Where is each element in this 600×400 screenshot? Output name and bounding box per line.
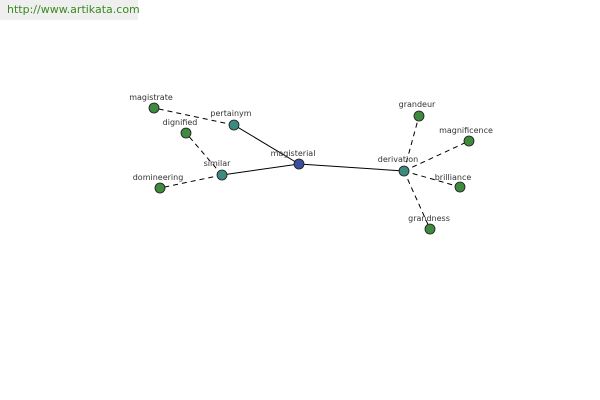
node-derivation[interactable]: derivation — [378, 155, 418, 177]
node-pertainym-dot[interactable] — [228, 119, 240, 131]
node-grandness-label: grandness — [408, 214, 450, 223]
node-domineering-dot[interactable] — [154, 182, 166, 194]
edge-pertainym-magistrate — [153, 107, 235, 126]
node-similar[interactable]: similar — [204, 159, 232, 181]
edge-magisterial-derivation — [298, 163, 405, 172]
node-magisterial[interactable]: magisterial — [271, 149, 316, 170]
node-dignified-dot[interactable] — [180, 127, 192, 139]
edge-derivation-magnificence — [403, 140, 470, 172]
node-magistrate-label: magistrate — [129, 93, 173, 102]
edge-derivation-brilliance — [403, 170, 461, 188]
node-magistrate-dot[interactable] — [148, 102, 160, 114]
node-similar-label: similar — [204, 159, 232, 168]
edge-similar-dignified — [185, 132, 223, 176]
node-grandeur-dot[interactable] — [413, 110, 425, 122]
node-dignified-label: dignified — [163, 118, 198, 127]
node-magnificence-dot[interactable] — [463, 135, 475, 147]
node-domineering[interactable]: domineering — [133, 173, 184, 194]
node-grandeur-label: grandeur — [399, 100, 436, 109]
url-banner: http://www.artikata.com — [0, 0, 140, 20]
node-grandeur[interactable]: grandeur — [399, 100, 436, 122]
node-magisterial-label: magisterial — [271, 149, 316, 158]
node-derivation-dot[interactable] — [398, 165, 410, 177]
node-brilliance[interactable]: brilliance — [435, 173, 472, 193]
graph-edges — [153, 107, 470, 230]
node-magnificence-label: magnificence — [439, 126, 493, 135]
edge-magisterial-similar — [221, 163, 300, 176]
edge-magisterial-pertainym — [233, 124, 300, 165]
node-domineering-label: domineering — [133, 173, 184, 182]
site-url-link[interactable]: http://www.artikata.com — [7, 3, 140, 16]
node-derivation-label: derivation — [378, 155, 418, 164]
node-grandness[interactable]: grandness — [408, 214, 450, 235]
node-magnificence[interactable]: magnificence — [439, 126, 493, 147]
node-pertainym[interactable]: pertainym — [210, 109, 252, 131]
node-brilliance-label: brilliance — [435, 173, 472, 182]
node-grandness-dot[interactable] — [424, 223, 436, 235]
edge-derivation-grandness — [403, 170, 431, 230]
node-similar-dot[interactable] — [216, 169, 228, 181]
node-magistrate[interactable]: magistrate — [129, 93, 173, 114]
graph-nodes: magisterial pertainym similar derivation mag… — [129, 93, 493, 235]
edge-similar-domineering — [159, 174, 223, 189]
node-brilliance-dot[interactable] — [454, 181, 466, 193]
node-dignified[interactable]: dignified — [163, 118, 198, 139]
edge-derivation-grandeur — [403, 115, 420, 172]
node-magisterial-dot[interactable] — [293, 158, 305, 170]
node-pertainym-label: pertainym — [210, 109, 251, 118]
